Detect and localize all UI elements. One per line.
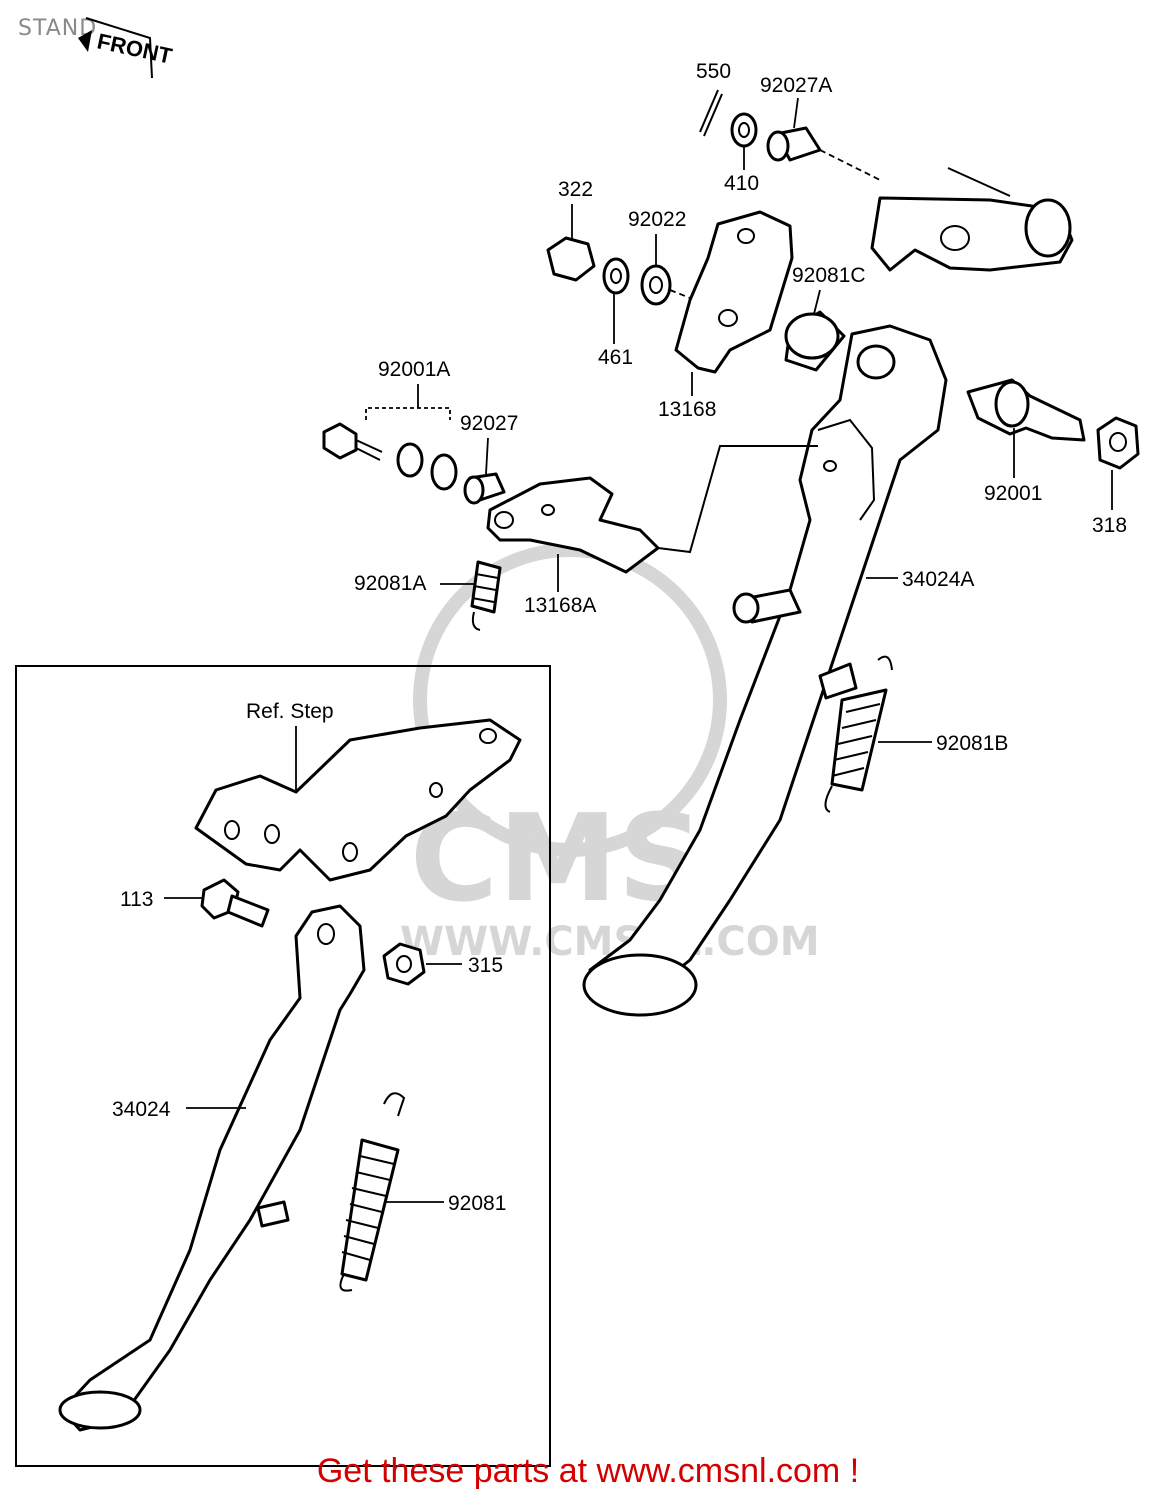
callout-ref-step: Ref. Step <box>246 700 334 723</box>
frame-bracket <box>870 167 1074 272</box>
washer-461 <box>602 257 630 295</box>
washer-410 <box>730 112 758 148</box>
inset-frame <box>15 665 551 1467</box>
spring-92081C <box>784 310 846 372</box>
step-bracket <box>194 718 522 882</box>
callout-92081: 92081 <box>448 1192 506 1215</box>
callout-113: 113 <box>120 888 153 911</box>
callout-13168A: 13168A <box>524 594 596 617</box>
bolt-113 <box>200 878 270 928</box>
callout-92027A: 92027A <box>760 74 832 97</box>
side-stand-34024 <box>58 904 366 1432</box>
spring-92081A <box>470 560 502 631</box>
washer-92001A <box>396 442 424 478</box>
callout-34024: 34024 <box>112 1098 171 1121</box>
callout-322: 322 <box>558 178 593 201</box>
callout-92081B: 92081B <box>936 732 1008 755</box>
nut-322 <box>546 236 596 282</box>
callout-92001A: 92001A <box>378 358 450 381</box>
nut-318 <box>1096 416 1140 470</box>
washer-92001A-2 <box>430 453 458 491</box>
callout-92081C: 92081C <box>792 264 866 287</box>
footer-link-text[interactable]: Get these parts at www.cmsnl.com ! <box>316 1452 860 1490</box>
callout-461: 461 <box>598 346 633 369</box>
arrow-icon <box>78 30 92 52</box>
bolt-92001A <box>322 422 383 461</box>
callout-34024A: 34024A <box>902 568 974 591</box>
callout-92027: 92027 <box>460 412 518 435</box>
front-direction-sign: FRONT <box>78 17 175 79</box>
collar-92027A <box>766 126 822 162</box>
bolt-92001 <box>966 378 1086 442</box>
front-label: FRONT <box>95 28 175 68</box>
cotter-pin-550 <box>699 89 723 137</box>
washer-92022 <box>640 264 672 306</box>
callout-318: 318 <box>1092 514 1127 537</box>
callout-92001: 92001 <box>984 482 1042 505</box>
callout-410: 410 <box>724 172 759 195</box>
watermark-logo: CMS WWW.CMSNL.COM <box>400 543 820 965</box>
callout-550: 550 <box>696 60 731 83</box>
nut-315 <box>382 942 426 986</box>
callout-92081A: 92081A <box>354 572 426 595</box>
callout-92022: 92022 <box>628 208 686 231</box>
main-stand-34024A <box>582 324 948 1017</box>
spring-92081B <box>824 655 893 813</box>
callout-13168: 13168 <box>658 398 716 421</box>
spring-92081 <box>339 1092 406 1292</box>
callout-315: 315 <box>468 954 503 977</box>
lever-13168 <box>674 210 794 374</box>
